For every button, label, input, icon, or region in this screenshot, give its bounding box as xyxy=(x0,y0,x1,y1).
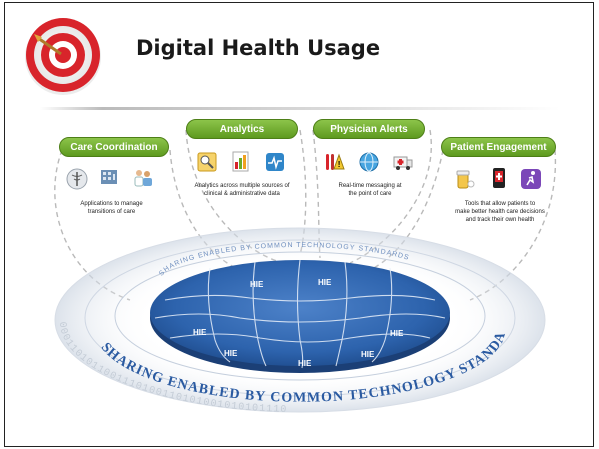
hie-piece-label: HIE xyxy=(361,350,375,359)
hospital-building-icon xyxy=(101,170,117,184)
hie-piece-label: HIE xyxy=(318,278,332,287)
care-coordination-description: Applications to manage transitions of ca… xyxy=(80,201,143,215)
care-coordination-pill: Care Coordination xyxy=(59,137,169,157)
slide-frame xyxy=(4,2,594,447)
hie-piece-label: HIE xyxy=(193,328,207,337)
hie-piece-label: HIE xyxy=(390,329,404,338)
hie-piece-label: HIE xyxy=(250,280,264,289)
svg-text:!: ! xyxy=(338,160,341,169)
target-logo-icon xyxy=(25,18,101,95)
hie-piece-label: HIE xyxy=(298,359,312,368)
fitness-app-icon xyxy=(521,169,541,189)
patient-engagement-pill: Patient Engagement xyxy=(441,137,556,157)
physician-alerts-pill: Physician Alerts xyxy=(313,119,425,139)
mobile-phone-icon xyxy=(493,168,505,188)
hie-piece-label: HIE xyxy=(224,349,238,358)
patient-engagement-description: Tools that allow patients to make better… xyxy=(455,201,545,223)
analytics-pill: Analytics xyxy=(186,119,298,139)
medical-caduceus-icon xyxy=(66,168,88,190)
doctor-patient-icon xyxy=(134,170,152,187)
slide-title: Digital Health Usage xyxy=(136,36,381,60)
magnifier-chart-icon xyxy=(197,152,217,172)
pill-bottle-icon xyxy=(456,170,475,189)
bar-chart-report-icon xyxy=(232,151,249,172)
test-tubes-alert-icon: ! xyxy=(326,153,345,170)
physician-alerts-description: Real-time messaging at the point of care xyxy=(338,183,402,197)
ambulance-icon xyxy=(393,156,413,170)
analytics-description: Analytics across multiple sources of cli… xyxy=(194,183,290,197)
network-globe-icon xyxy=(359,152,379,172)
title-divider xyxy=(40,107,560,110)
heart-monitor-icon xyxy=(266,153,284,171)
